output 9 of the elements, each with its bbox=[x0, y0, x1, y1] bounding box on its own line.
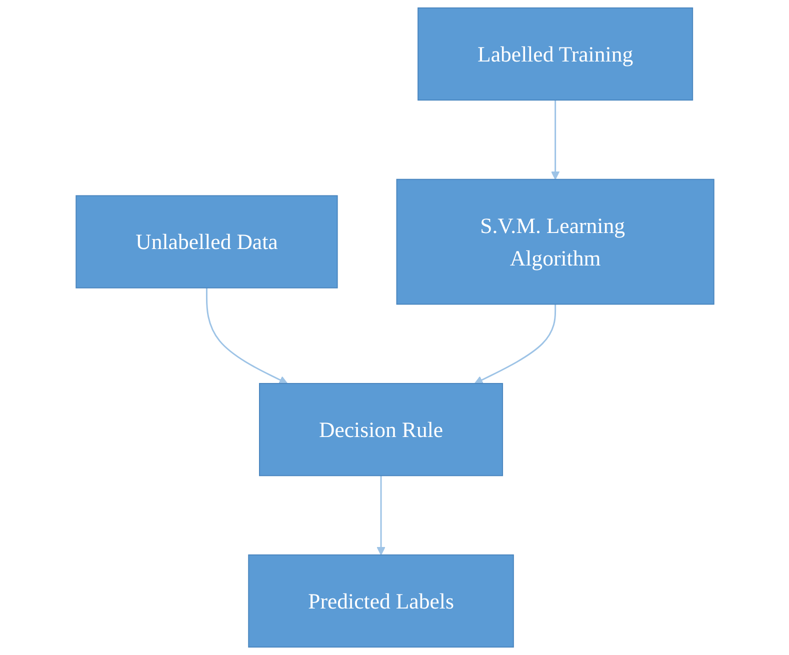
node-box: Predicted Labels bbox=[248, 554, 514, 648]
arrow bbox=[205, 288, 288, 384]
node-box: Decision Rule bbox=[258, 383, 503, 476]
arrow bbox=[376, 476, 385, 556]
node-box: Labelled Training bbox=[417, 7, 693, 101]
node-box: S.V.M. Learning Algorithm bbox=[396, 178, 714, 305]
node-box: Unlabelled Data bbox=[75, 195, 338, 288]
arrow bbox=[474, 304, 556, 384]
arrow bbox=[550, 100, 560, 180]
